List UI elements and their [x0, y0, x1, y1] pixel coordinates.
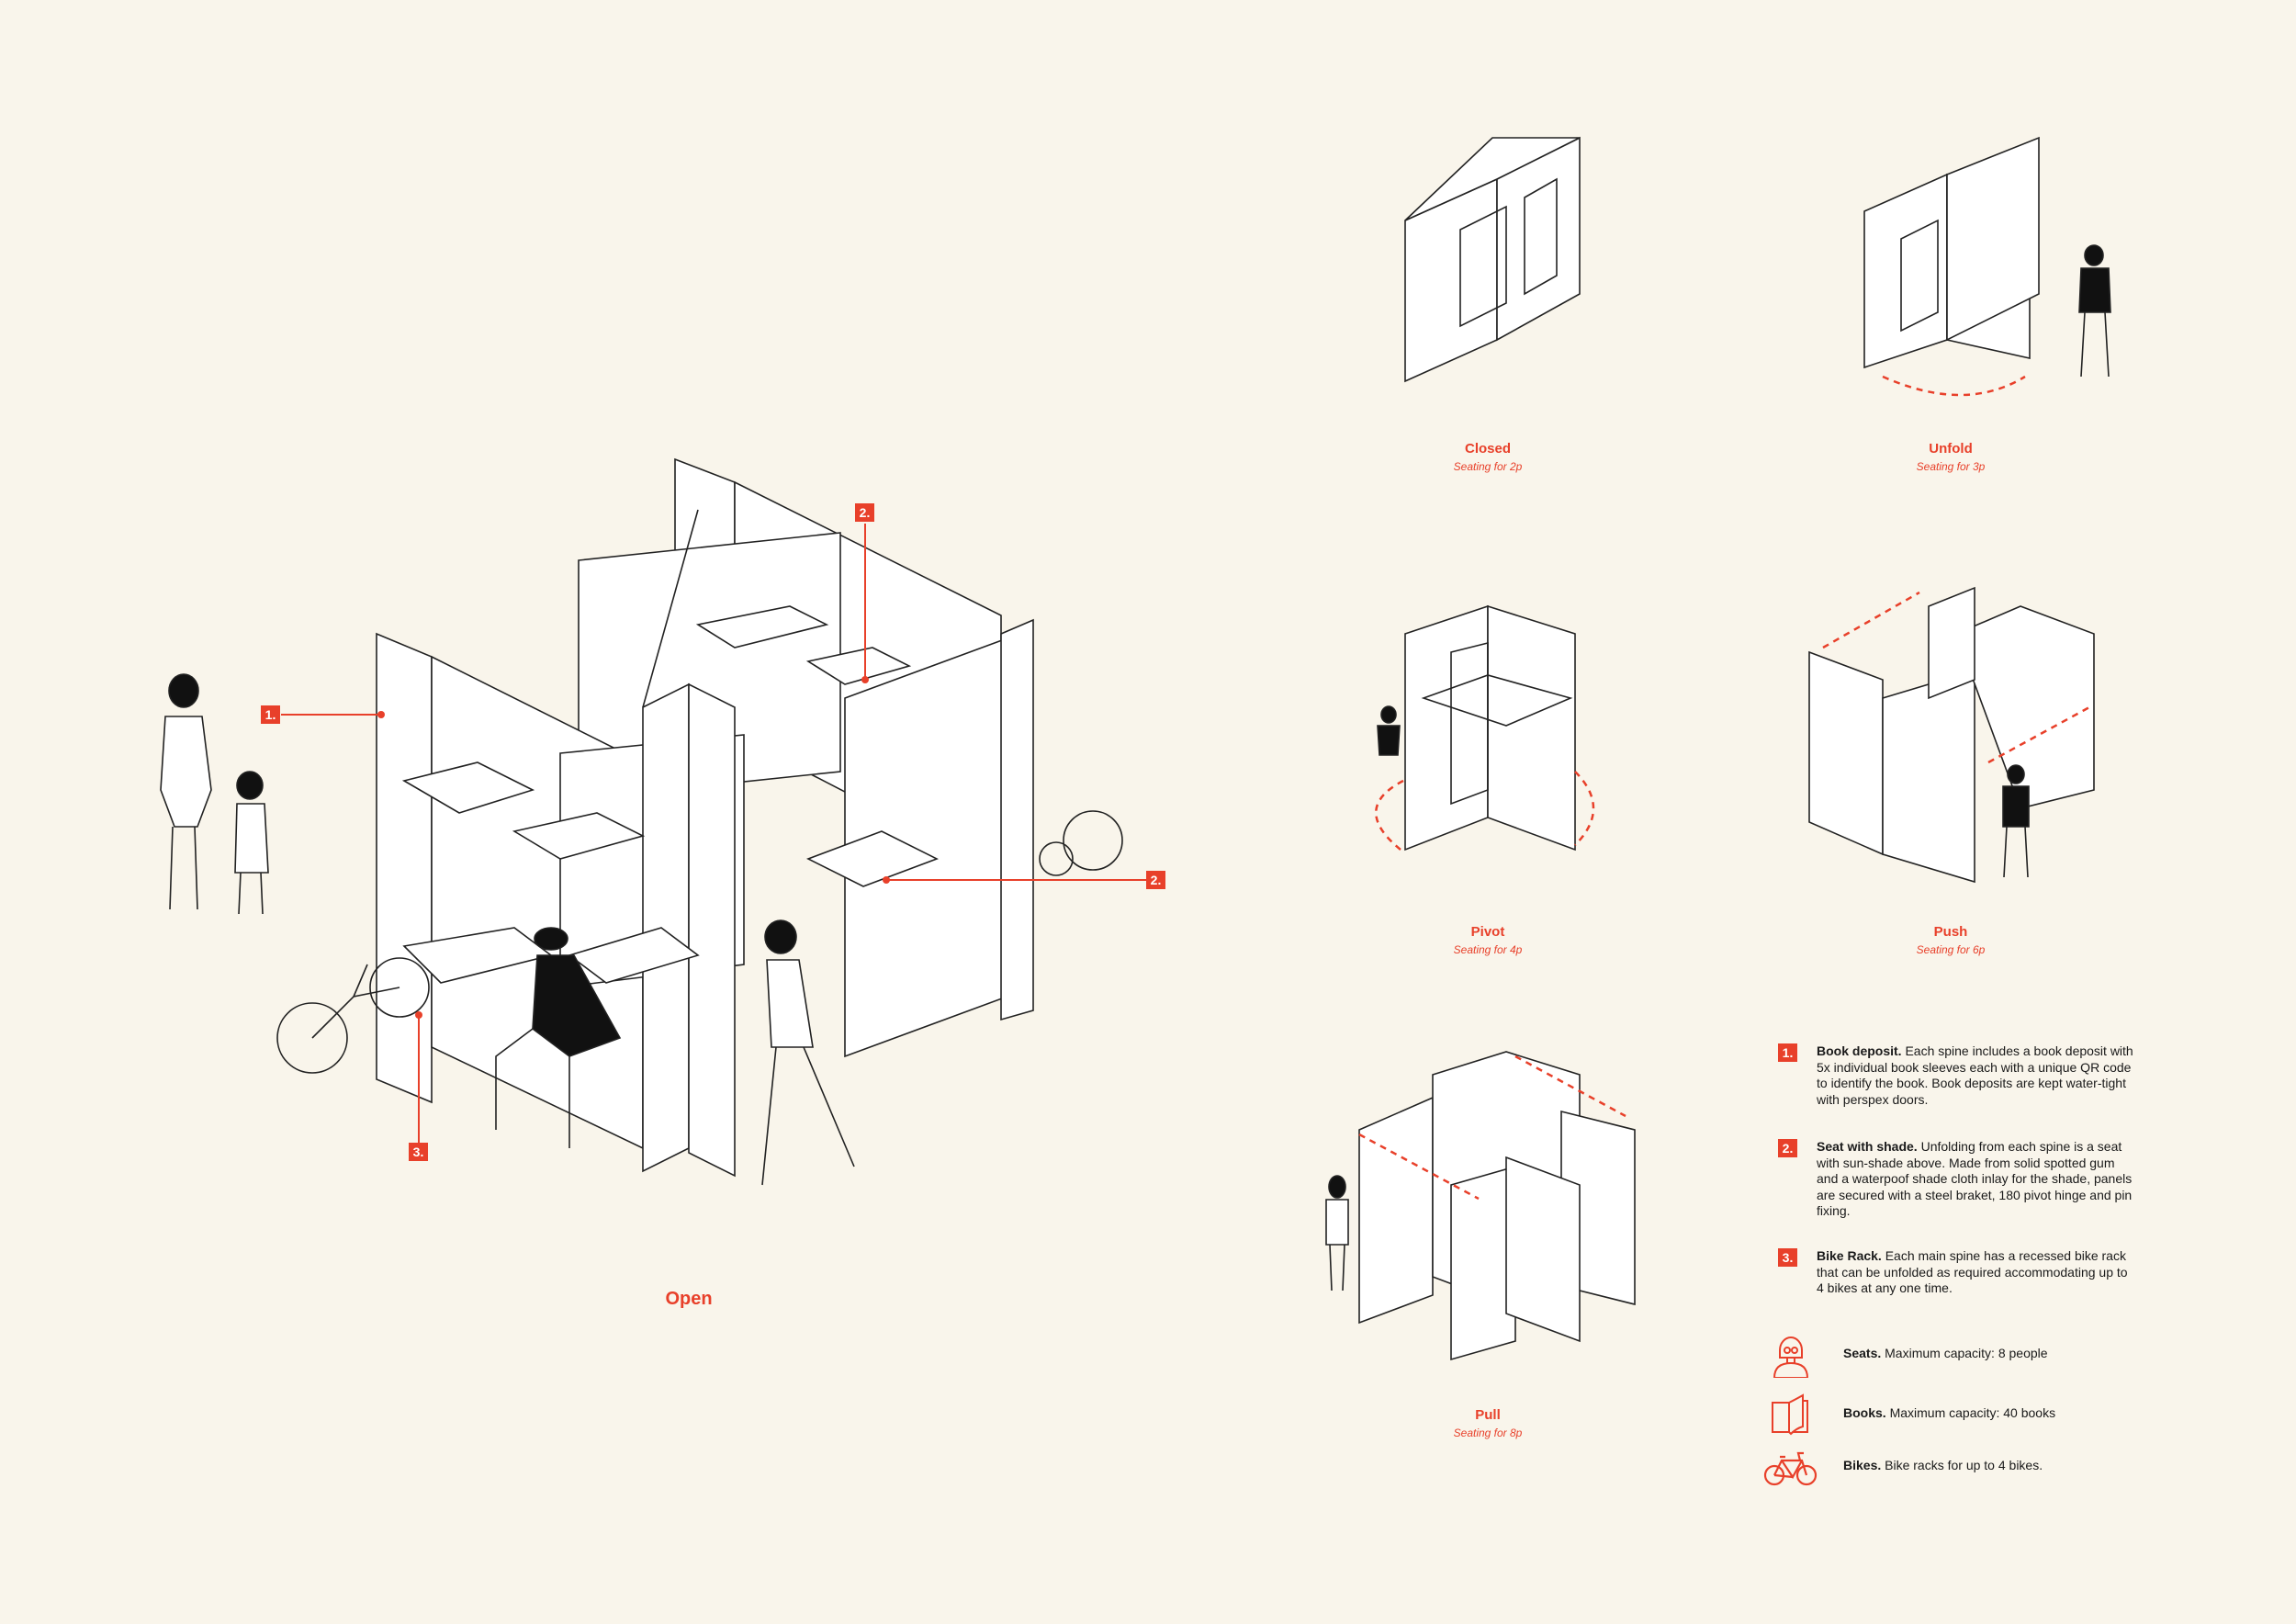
caption-subtitle: Seating for 4p [1453, 943, 1523, 956]
capacity-text: Bike racks for up to 4 bikes. [1885, 1458, 2043, 1472]
book-icon [1772, 1393, 1808, 1436]
bicycle-icon [1763, 1451, 1818, 1486]
caption-push: Push Seating for 6p [1813, 924, 2088, 956]
caption-title: Push [1933, 924, 1968, 940]
note-number-badge: 1. [1778, 1043, 1797, 1062]
caption-title: Pivot [1470, 924, 1505, 940]
open-label: Open [665, 1289, 713, 1309]
note-text: Each main spine has a recessed bike rack… [1817, 1248, 2128, 1295]
capacity-books: Books. Maximum capacity: 40 books [1763, 1392, 2149, 1438]
caption-title: Pull [1475, 1407, 1501, 1423]
note-text: Unfolding from each spine is a seat with… [1817, 1139, 2133, 1218]
note-seat-with-shade: 2. Seat with shade. Unfolding from each … [1778, 1139, 2145, 1218]
caption-subtitle: Seating for 6p [1916, 943, 1986, 956]
note-title: Book deposit. [1817, 1043, 1902, 1058]
caption-subtitle: Seating for 2p [1453, 460, 1523, 473]
pivot-config-drawing [1375, 604, 1595, 851]
closed-config-drawing [1404, 136, 1581, 383]
callout-3-badge: 3. [409, 1143, 428, 1161]
caption-title: Closed [1464, 441, 1511, 457]
caption-subtitle: Seating for 8p [1453, 1427, 1523, 1439]
open-kiosk-drawing [160, 457, 1146, 1186]
capacity-title: Seats. [1843, 1346, 1882, 1360]
unfold-config-drawing [1863, 136, 2111, 397]
capacity-text: Maximum capacity: 8 people [1885, 1346, 2048, 1360]
push-config-drawing [1808, 586, 2095, 884]
capacity-title: Books. [1843, 1405, 1886, 1420]
capacity-bikes: Bikes. Bike racks for up to 4 bikes. [1763, 1444, 2149, 1490]
note-title: Bike Rack. [1817, 1248, 1882, 1263]
caption-unfold: Unfold Seating for 3p [1813, 441, 2088, 473]
callout-1-badge: 1. [261, 705, 280, 724]
callout-2-badge: 2. [1146, 871, 1165, 889]
caption-pivot: Pivot Seating for 4p [1350, 924, 1626, 956]
person-icon [1773, 1336, 1809, 1378]
note-number-badge: 2. [1778, 1139, 1797, 1157]
capacity-seats: Seats. Maximum capacity: 8 people [1763, 1332, 2149, 1378]
note-title: Seat with shade. [1817, 1139, 1918, 1154]
callout-2-badge: 2. [855, 503, 874, 522]
pull-config-drawing [1325, 1051, 1636, 1361]
caption-title: Unfold [1929, 441, 1973, 457]
capacity-text: Maximum capacity: 40 books [1889, 1405, 2056, 1420]
note-book-deposit: 1. Book deposit. Each spine includes a b… [1778, 1043, 2145, 1107]
caption-pull: Pull Seating for 8p [1350, 1407, 1626, 1439]
note-text: Each spine includes a book deposit with … [1817, 1043, 2133, 1107]
caption-subtitle: Seating for 3p [1916, 460, 1986, 473]
note-number-badge: 3. [1778, 1248, 1797, 1267]
capacity-title: Bikes. [1843, 1458, 1882, 1472]
caption-closed: Closed Seating for 2p [1350, 441, 1626, 473]
note-bike-rack: 3. Bike Rack. Each main spine has a rece… [1778, 1248, 2145, 1295]
